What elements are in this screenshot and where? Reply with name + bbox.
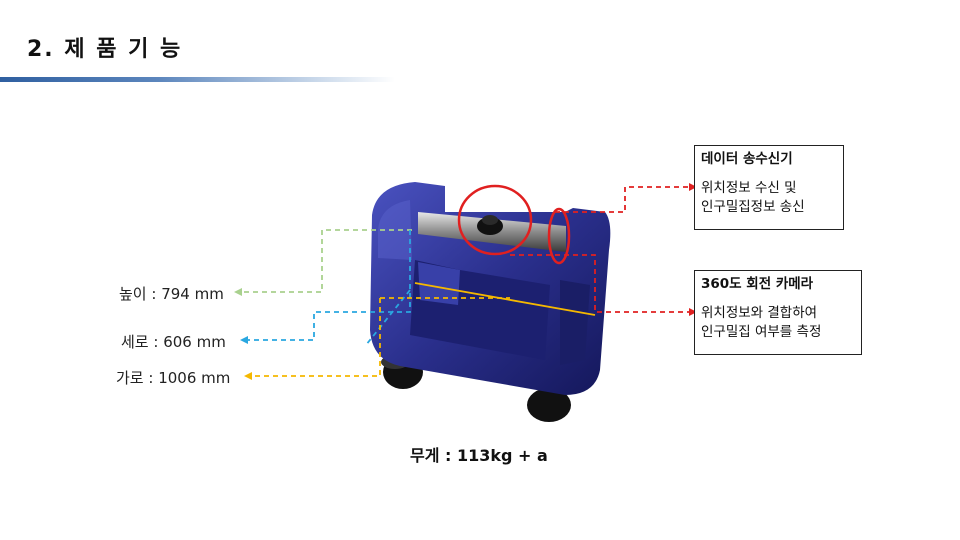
transceiver-callout xyxy=(555,186,690,213)
camera-highlight xyxy=(547,207,571,265)
transceiver-desc-line-2: 인구밀집정보 송신 xyxy=(701,199,805,215)
top-sensor-bar xyxy=(418,212,566,252)
height-arrow-icon xyxy=(234,288,242,296)
height-guide xyxy=(240,229,412,293)
height-label: 높이 : 794 mm xyxy=(119,285,224,303)
transceiver-info-box: 데이터 송수신기 위치정보 수신 및 인구밀집정보 송신 xyxy=(694,145,844,230)
length-solid-line xyxy=(414,282,596,316)
length-guide xyxy=(250,297,510,377)
camera-title: 360도 회전 카메라 xyxy=(701,276,814,292)
camera-callout xyxy=(510,254,690,313)
weight-label: 무게 : 113kg + a xyxy=(410,446,548,465)
transceiver-title: 데이터 송수신기 xyxy=(701,151,793,167)
depth-arrow-icon xyxy=(240,336,248,344)
transceiver-desc-line-1: 위치정보 수신 및 xyxy=(701,180,797,196)
transceiver-arrow-icon xyxy=(689,183,697,191)
length-label: 가로 : 1006 mm xyxy=(116,369,231,387)
camera-desc-line-1: 위치정보와 결합하여 xyxy=(701,305,818,321)
length-arrow-icon xyxy=(244,372,252,380)
robot-body xyxy=(370,182,611,395)
title-underline xyxy=(0,77,395,82)
camera-info-box: 360도 회전 카메라 위치정보와 결합하여 인구밀집 여부를 측정 xyxy=(694,270,862,355)
camera-desc-line-2: 인구밀집 여부를 측정 xyxy=(701,324,822,340)
depth-label: 세로 : 606 mm xyxy=(121,333,226,351)
camera-arrow-icon xyxy=(689,308,697,316)
page-title: 2. 제 품 기 능 xyxy=(27,37,183,62)
depth-guide xyxy=(246,230,411,346)
transceiver-highlight xyxy=(457,184,533,256)
